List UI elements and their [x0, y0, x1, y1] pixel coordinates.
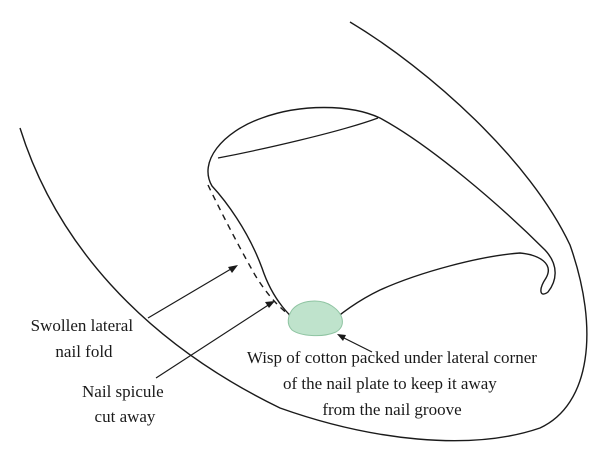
- cotton-label-line1: Wisp of cotton packed under lateral corn…: [247, 348, 537, 367]
- cotton-label-line3: from the nail groove: [322, 400, 461, 419]
- swollen-fold-label: Swollen lateral nail fold: [31, 316, 138, 361]
- cotton-arrowhead: [337, 334, 346, 341]
- spicule-label: Nail spicule cut away: [82, 382, 168, 426]
- spicule-label-line1: Nail spicule: [82, 382, 164, 401]
- nail-lunula: [217, 117, 379, 159]
- swollen-fold-label-line1: Swollen lateral: [31, 316, 134, 335]
- swollen-fold-label-line2: nail fold: [55, 342, 113, 361]
- cotton-label-line2: of the nail plate to keep it away: [283, 374, 497, 393]
- swollen-fold-arrow: [147, 265, 237, 319]
- cotton-arrow: [339, 335, 373, 353]
- cotton-label: Wisp of cotton packed under lateral corn…: [247, 348, 541, 419]
- nail-plate: [207, 106, 556, 334]
- swollen-fold-arrowhead: [228, 265, 238, 273]
- spicule-label-line2: cut away: [95, 407, 156, 426]
- spicule-arrowhead: [265, 301, 275, 308]
- spicule-arrow: [155, 301, 274, 379]
- toe-outline: [19, 21, 588, 442]
- cotton-wisp: [287, 300, 343, 337]
- spicule-cut-line: [207, 184, 301, 323]
